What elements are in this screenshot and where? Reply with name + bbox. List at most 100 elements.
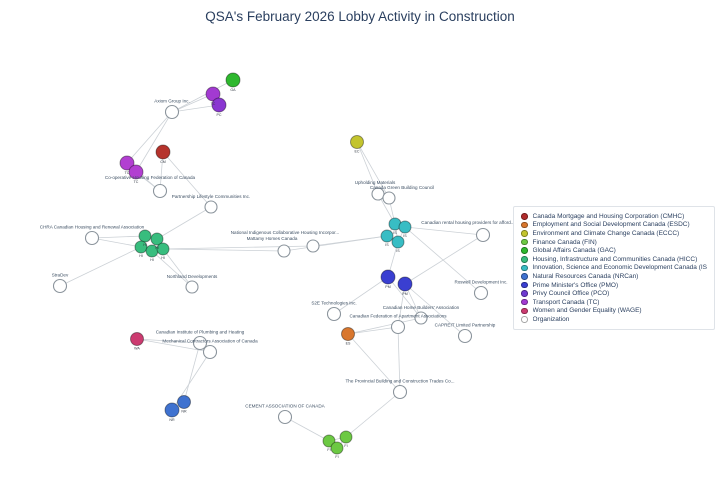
graph-node-cement[interactable] (277, 409, 293, 425)
legend-item[interactable]: Privy Council Office (PCO) (521, 289, 707, 298)
legend: Canada Mortgage and Housing Corporation … (513, 206, 715, 330)
legend-item[interactable]: Prime Minister's Office (PMO) (521, 281, 707, 290)
org-node-label: Canadian Federation of Apartment Associa… (349, 314, 447, 319)
legend-item[interactable]: Organization (521, 315, 707, 324)
legend-item-label: Housing, Infrastructure and Communities … (532, 255, 698, 263)
dept-node-label: PM (385, 285, 390, 289)
legend-item-label: Transport Canada (TC) (532, 298, 600, 306)
graph-node-nrcan1[interactable] (177, 395, 191, 409)
edges-layer (59, 79, 484, 449)
graph-edge (345, 391, 401, 438)
graph-node-stradev[interactable] (52, 278, 68, 294)
graph-node-ised2[interactable] (398, 220, 412, 234)
dept-node-label: IS (393, 231, 397, 235)
graph-edge (183, 342, 201, 403)
graph-node-hicc5[interactable] (156, 242, 170, 256)
graph-edge (347, 326, 399, 335)
graph-node-capreit[interactable] (457, 328, 473, 344)
legend-item[interactable]: Transport Canada (TC) (521, 298, 707, 307)
dept-node-label: FI (327, 448, 330, 452)
dept-node-label: IS (403, 234, 407, 238)
dept-node-label: HI (139, 254, 143, 258)
legend-item[interactable]: Housing, Infrastructure and Communities … (521, 255, 707, 264)
graph-node-rental[interactable] (475, 227, 491, 243)
graph-node-cgbc[interactable] (382, 191, 396, 205)
dept-node-label: TC (125, 171, 130, 175)
graph-edge (356, 141, 379, 195)
graph-edge (171, 79, 234, 113)
graph-node-hicc1[interactable] (138, 229, 152, 243)
graph-node-axiom[interactable] (164, 104, 180, 120)
graph-node-gac[interactable] (225, 72, 241, 88)
dept-node-label: CM (160, 160, 166, 164)
dept-node-label: IS (385, 243, 389, 247)
org-node-label: Canadian Institute of Plumbing and Heati… (156, 330, 245, 335)
graph-node-mcac[interactable] (202, 344, 218, 360)
graph-node-chba[interactable] (414, 311, 428, 325)
graph-node-fin2[interactable] (322, 434, 336, 448)
graph-node-fin1[interactable] (339, 430, 353, 444)
nodes-layer (52, 72, 491, 455)
org-node-label: Canadian Home Builders' Association (383, 305, 460, 310)
legend-item-label: Global Affairs Canada (GAC) (532, 247, 616, 255)
graph-edge (162, 245, 314, 250)
graph-node-ised4[interactable] (391, 235, 405, 249)
graph-node-trades[interactable] (392, 384, 408, 400)
dept-node-label: IS (396, 249, 400, 253)
legend-item[interactable]: Finance Canada (FIN) (521, 238, 707, 247)
dept-node-label: FI (335, 455, 338, 459)
graph-node-cfaa[interactable] (390, 319, 406, 335)
graph-node-eccc[interactable] (350, 135, 364, 149)
graph-edge (151, 250, 193, 288)
org-node-label: CEMENT ASSOCIATION OF CANADA (245, 404, 325, 409)
graph-node-hicc2[interactable] (150, 232, 164, 246)
legend-item[interactable]: Natural Resources Canada (NRCan) (521, 272, 707, 281)
graph-node-nrcan2[interactable] (164, 402, 180, 418)
legend-item[interactable]: Employment and Social Development Canada… (521, 221, 707, 230)
legend-item[interactable]: Innovation, Science and Economic Develop… (521, 264, 707, 273)
legend-color-dot-icon (521, 230, 528, 237)
graph-node-tc2[interactable] (119, 155, 135, 171)
graph-node-pco1[interactable] (211, 97, 227, 113)
graph-node-coop[interactable] (152, 183, 168, 199)
legend-item[interactable]: Women and Gender Equality (WAGE) (521, 307, 707, 316)
legend-color-dot-icon (521, 247, 528, 254)
legend-item[interactable]: Canada Mortgage and Housing Corporation … (521, 212, 707, 221)
graph-edge (404, 283, 466, 337)
graph-edge (312, 235, 388, 247)
page-title: QSA's February 2026 Lobby Activity in Co… (205, 9, 515, 24)
graph-node-tc3[interactable] (128, 164, 144, 180)
graph-node-esdc[interactable] (341, 327, 355, 341)
legend-item[interactable]: Global Affairs Canada (GAC) (521, 246, 707, 255)
dept-node-label: TC (211, 102, 216, 106)
graph-node-mattamy[interactable] (277, 244, 291, 258)
legend-color-dot-icon (521, 290, 528, 297)
dept-node-label: PC (217, 113, 222, 117)
legend-item-label: Women and Gender Equality (WAGE) (532, 307, 642, 315)
graph-node-s2e[interactable] (326, 306, 342, 322)
org-node-label: Axiom Group Inc. (154, 99, 190, 104)
graph-node-ciph[interactable] (192, 335, 208, 351)
graph-node-chra[interactable] (84, 230, 100, 246)
graph-node-nichi[interactable] (306, 239, 320, 253)
graph-node-northland[interactable] (185, 280, 199, 294)
graph-node-ised3[interactable] (380, 229, 394, 243)
graph-node-plc[interactable] (204, 200, 218, 214)
graph-node-fin3[interactable] (330, 441, 344, 455)
graph-node-roswell[interactable] (473, 285, 489, 301)
graph-node-pmo1[interactable] (380, 269, 396, 285)
graph-node-hicc3[interactable] (134, 240, 148, 254)
graph-edge (397, 326, 401, 393)
graph-node-tc1[interactable] (205, 86, 221, 102)
dept-node-label: ES (346, 342, 351, 346)
graph-edge (156, 206, 212, 240)
graph-node-pmo2[interactable] (397, 276, 413, 292)
dept-node-label: HI (143, 243, 147, 247)
org-node-label: StraDev (52, 273, 69, 278)
graph-edge (91, 235, 146, 239)
legend-item[interactable]: Environment and Climate Change Canada (E… (521, 229, 707, 238)
graph-node-cmhc[interactable] (155, 144, 171, 160)
graph-edge (135, 111, 173, 173)
graph-node-wage[interactable] (130, 332, 144, 346)
